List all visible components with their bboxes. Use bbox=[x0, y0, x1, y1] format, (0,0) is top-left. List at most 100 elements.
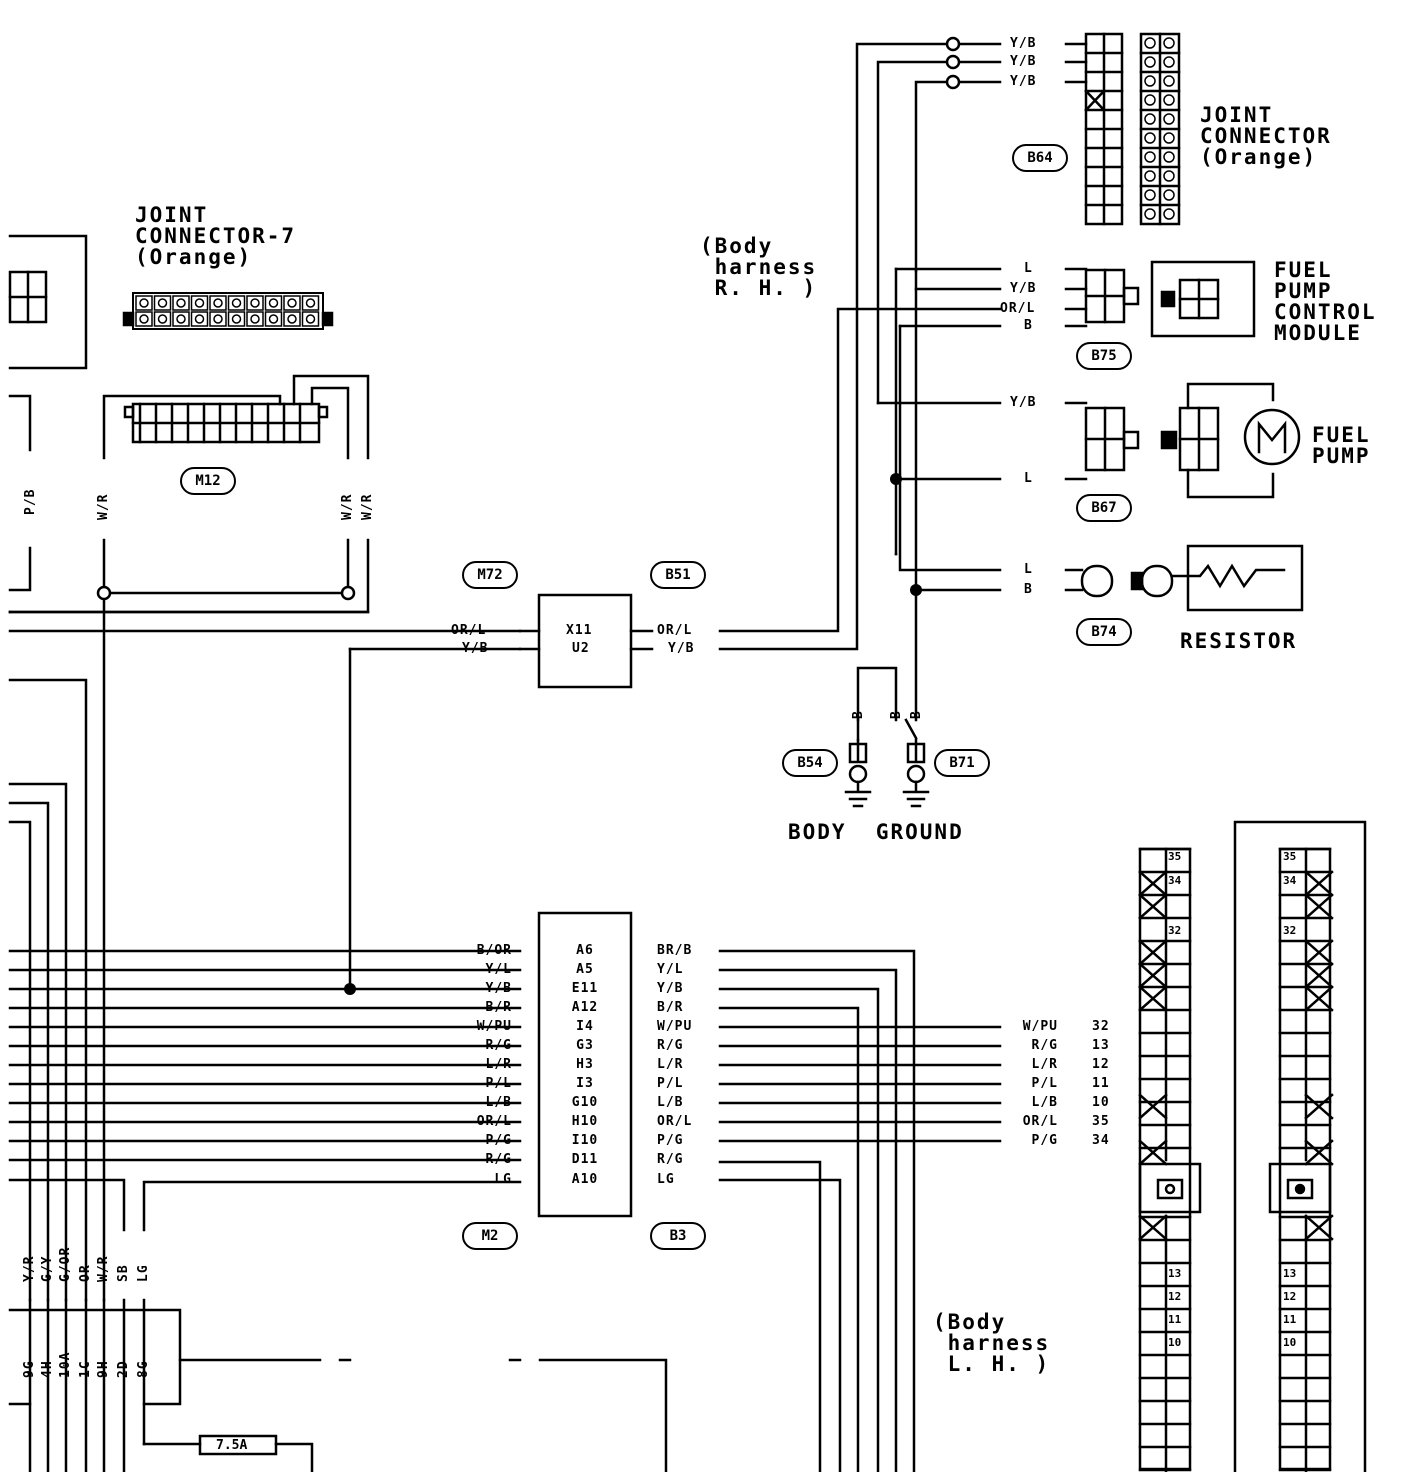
bottom-terminal-label: 9G bbox=[22, 1360, 37, 1378]
m2-left-wire: R/G bbox=[485, 1152, 512, 1167]
body-harness-rh-label: (Body harness R. H. ) bbox=[700, 234, 818, 300]
fuse-label: 7.5A bbox=[216, 1438, 248, 1453]
ecm-wire-color: OR/L bbox=[1022, 1114, 1058, 1129]
m72-term-x11: X11 bbox=[566, 623, 593, 638]
m2-terminal: G3 bbox=[576, 1038, 594, 1053]
ecm-pin-number: 13 bbox=[1283, 1267, 1297, 1280]
wire-label-wr-right2: W/R bbox=[360, 493, 375, 520]
ground-wire-b2: B bbox=[889, 710, 904, 719]
ecm-pin-number: 34 bbox=[1168, 874, 1182, 887]
m2-terminal: A5 bbox=[576, 962, 594, 977]
bottom-wire-label: G/OR bbox=[58, 1246, 73, 1282]
ecm-pin-number: 12 bbox=[1283, 1290, 1297, 1303]
fuel-pump-label: FUEL PUMP bbox=[1312, 423, 1371, 468]
b3-right-wire: Y/B bbox=[657, 981, 684, 996]
ecm-wire-pin: 13 bbox=[1092, 1038, 1110, 1053]
m2-left-wire: B/R bbox=[485, 1000, 512, 1015]
wire-label-wr-left: W/R bbox=[96, 493, 111, 520]
connector-m12: M12 bbox=[180, 467, 236, 495]
bottom-wire-label: SB bbox=[116, 1264, 131, 1282]
ecm-wire-color: L/R bbox=[1031, 1057, 1058, 1072]
ecm-pin-number: 32 bbox=[1168, 924, 1182, 937]
joint-connector-7-title: JOINT CONNECTOR-7 (Orange) bbox=[135, 203, 297, 269]
connector-m2: M2 bbox=[462, 1222, 518, 1250]
bottom-terminal-label: 2D bbox=[116, 1360, 131, 1378]
b51-right-yb: Y/B bbox=[668, 641, 695, 656]
m2-terminal: D11 bbox=[571, 1152, 599, 1167]
b67-wire-yb: Y/B bbox=[1010, 395, 1037, 410]
wire-label-pb: P/B bbox=[23, 488, 38, 515]
b75-wire-b: B bbox=[1024, 318, 1033, 333]
bottom-wire-label: G/Y bbox=[40, 1255, 55, 1282]
m2-terminal: I10 bbox=[571, 1133, 599, 1148]
bottom-terminal-label: 9H bbox=[96, 1360, 111, 1378]
connector-b3: B3 bbox=[650, 1222, 706, 1250]
b67-wire-l: L bbox=[1024, 471, 1033, 486]
m72-left-yb: Y/B bbox=[462, 641, 489, 656]
fuel-pump-control-module-label: FUEL PUMP CONTROL MODULE bbox=[1274, 258, 1377, 345]
b74-wire-b: B bbox=[1024, 582, 1033, 597]
m72-left-orl: OR/L bbox=[451, 623, 487, 638]
bottom-terminal-label: 4H bbox=[40, 1360, 55, 1378]
b3-right-wire: R/G bbox=[657, 1038, 684, 1053]
m2-terminal: H3 bbox=[576, 1057, 594, 1072]
b64-wire-3: Y/B bbox=[1010, 74, 1037, 89]
m2-terminal: A6 bbox=[576, 943, 594, 958]
bottom-terminal-label: 8G bbox=[136, 1360, 151, 1378]
ecm-wire-pin: 35 bbox=[1092, 1114, 1110, 1129]
connector-b74: B74 bbox=[1076, 618, 1132, 646]
ecm-pin-number: 11 bbox=[1168, 1313, 1182, 1326]
m2-left-wire: OR/L bbox=[476, 1114, 512, 1129]
connector-b54: B54 bbox=[782, 749, 838, 777]
wire-label-wr-right1: W/R bbox=[340, 493, 355, 520]
bottom-wire-label: Y/R bbox=[22, 1255, 37, 1282]
b3-right-wire: BR/B bbox=[657, 943, 693, 958]
ecm-wire-color: W/PU bbox=[1022, 1019, 1058, 1034]
bottom-wire-label: OR bbox=[78, 1264, 93, 1282]
ecm-pin-number: 10 bbox=[1283, 1336, 1297, 1349]
b75-wire-orl: OR/L bbox=[1000, 301, 1036, 316]
m2-left-wire: L/B bbox=[485, 1095, 512, 1110]
b3-right-wire: L/B bbox=[657, 1095, 684, 1110]
b3-right-wire: L/R bbox=[657, 1057, 684, 1072]
ecm-pin-number: 12 bbox=[1168, 1290, 1182, 1303]
body-ground-label: BODY GROUND bbox=[788, 820, 964, 844]
bottom-terminal-label: 1C bbox=[78, 1360, 93, 1378]
m72-term-u2: U2 bbox=[572, 641, 590, 656]
b64-wire-1: Y/B bbox=[1010, 36, 1037, 51]
ecm-pin-number: 34 bbox=[1283, 874, 1297, 887]
b3-right-wire: P/G bbox=[657, 1133, 684, 1148]
connector-b64: B64 bbox=[1012, 144, 1068, 172]
connector-b71: B71 bbox=[934, 749, 990, 777]
ecm-pin-number: 13 bbox=[1168, 1267, 1182, 1280]
m2-left-wire: P/L bbox=[485, 1076, 512, 1091]
resistor-label: RESISTOR bbox=[1180, 629, 1298, 653]
m2-terminal: G10 bbox=[571, 1095, 599, 1110]
ecm-wire-color: P/L bbox=[1031, 1076, 1058, 1091]
ground-wire-b1: B bbox=[851, 710, 866, 719]
m2-terminal: I4 bbox=[576, 1019, 594, 1034]
ecm-wire-color: L/B bbox=[1031, 1095, 1058, 1110]
ecm-wire-pin: 12 bbox=[1092, 1057, 1110, 1072]
b3-right-wire: R/G bbox=[657, 1152, 684, 1167]
ecm-wire-pin: 32 bbox=[1092, 1019, 1110, 1034]
bottom-wire-label: LG bbox=[136, 1264, 151, 1282]
connector-m72: M72 bbox=[462, 561, 518, 589]
b75-wire-yb: Y/B bbox=[1010, 281, 1037, 296]
m2-left-wire: P/G bbox=[485, 1133, 512, 1148]
ground-wire-b3: B bbox=[909, 710, 924, 719]
ecm-wire-color: R/G bbox=[1031, 1038, 1058, 1053]
connector-b75: B75 bbox=[1076, 342, 1132, 370]
b3-right-wire: LG bbox=[657, 1172, 675, 1187]
ecm-pin-number: 10 bbox=[1168, 1336, 1182, 1349]
b64-wire-2: Y/B bbox=[1010, 54, 1037, 69]
ecm-wire-pin: 34 bbox=[1092, 1133, 1110, 1148]
ecm-pin-number: 35 bbox=[1168, 850, 1182, 863]
joint-connector-title: JOINT CONNECTOR (Orange) bbox=[1200, 103, 1332, 169]
body-harness-lh-label: (Body harness L. H. ) bbox=[933, 1310, 1051, 1376]
ecm-pin-number: 11 bbox=[1283, 1313, 1297, 1326]
ecm-wire-pin: 10 bbox=[1092, 1095, 1110, 1110]
b51-right-orl: OR/L bbox=[657, 623, 693, 638]
bottom-terminal-label: 10A bbox=[58, 1351, 73, 1378]
m2-left-wire: W/PU bbox=[476, 1019, 512, 1034]
